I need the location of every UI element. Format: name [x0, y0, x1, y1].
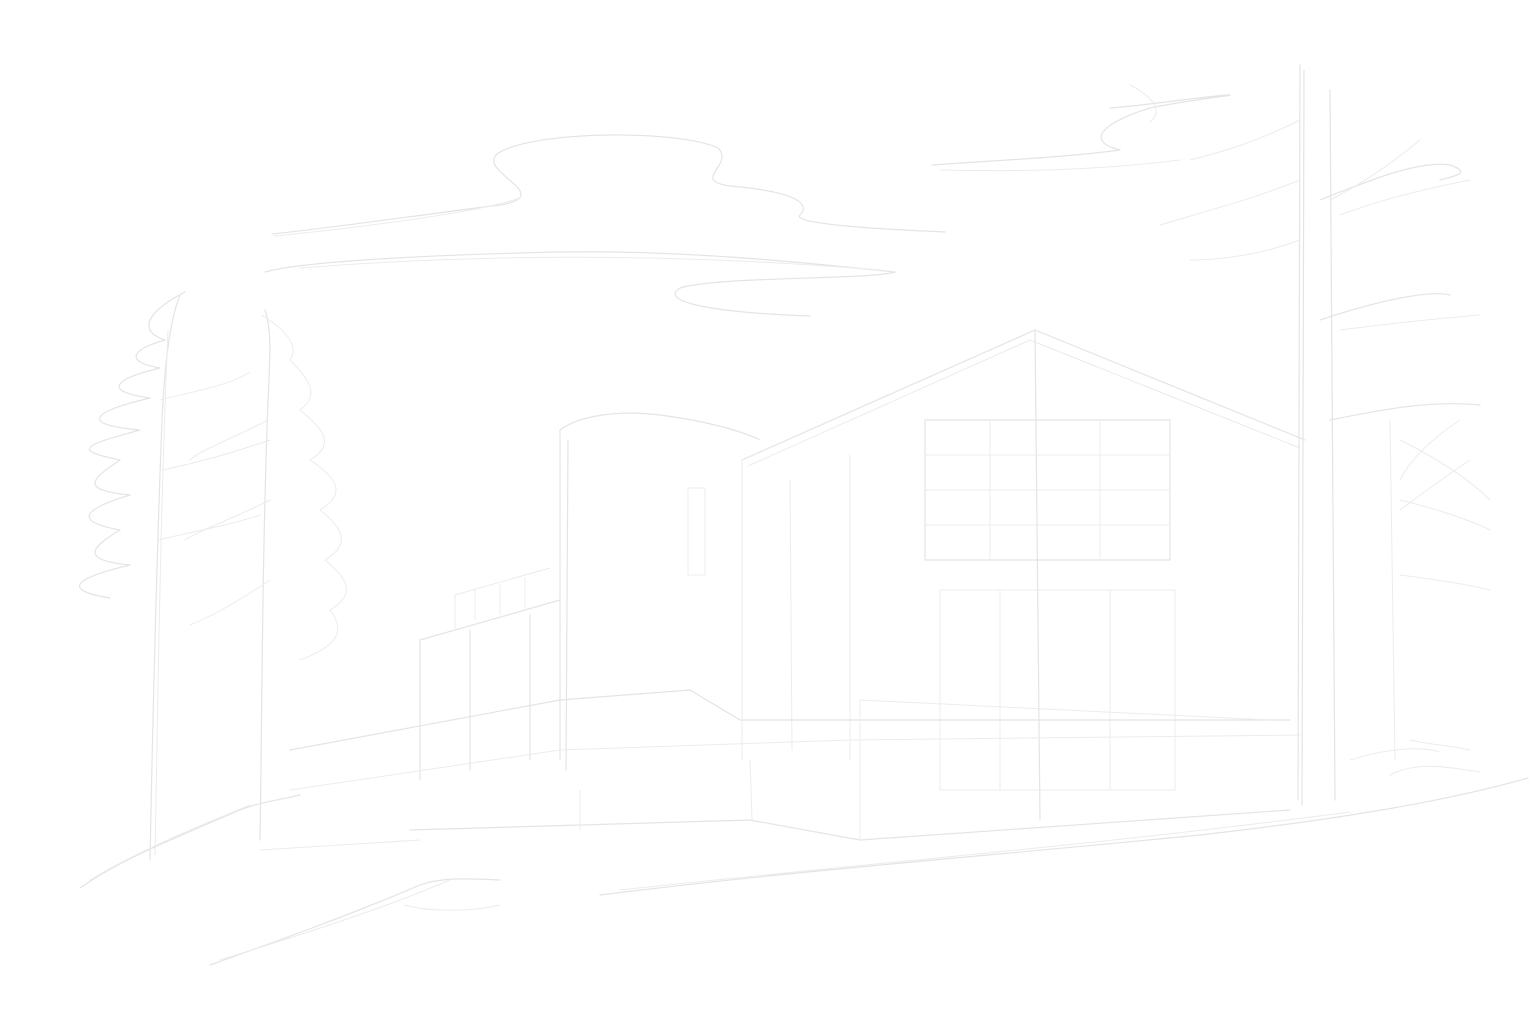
right-pine-trees [1159, 64, 1491, 806]
left-pine-trees [78, 291, 347, 889]
clouds [264, 84, 1231, 317]
house-sketch [259, 329, 1306, 851]
ground [209, 739, 1529, 966]
